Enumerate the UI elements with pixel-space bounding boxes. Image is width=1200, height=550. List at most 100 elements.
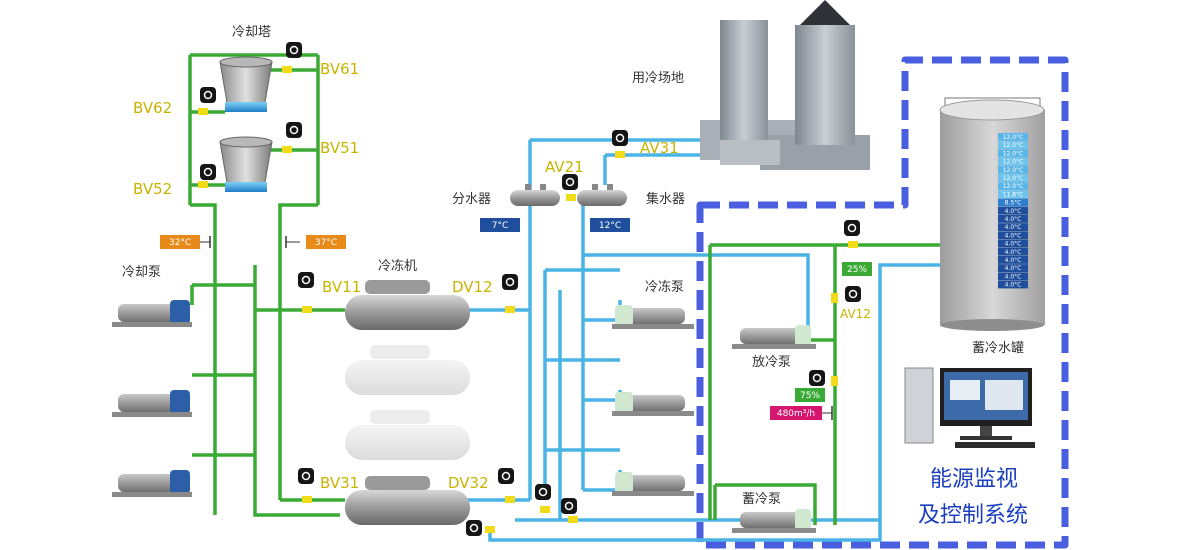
actuator-icon: [809, 370, 825, 386]
valve-av21: AV21: [545, 158, 584, 176]
temp-badge-7: 7°C: [480, 218, 520, 232]
actuator-eye-icon: [847, 223, 857, 233]
label-storage-pump: 蓄冷泵: [742, 492, 781, 507]
tank-temp-cell: [998, 223, 1028, 231]
cooling-pump-1: [112, 300, 192, 327]
label-chilled-pump: 冷冻泵: [645, 279, 684, 295]
actuator-eye-icon: [812, 373, 822, 383]
chiller-4: [345, 476, 470, 525]
actuator-eye-icon: [848, 289, 858, 299]
actuator-icon: [612, 130, 628, 146]
chilled-pump-2: [612, 392, 694, 416]
actuator-icon: [498, 468, 514, 484]
actuator-icon: [286, 122, 302, 138]
temp-badge-32: 32°C: [160, 235, 211, 249]
actuator-icon: [845, 286, 861, 302]
flow-text: 480m³/h: [777, 409, 815, 419]
tank-temp-label: 12.0°C: [1003, 142, 1024, 149]
cooling-tower-2: [219, 136, 273, 192]
pct-25-text: 25%: [847, 265, 867, 275]
distributor: [510, 184, 560, 206]
temp-37-text: 37°C: [315, 238, 337, 248]
valve-dv32: DV32: [448, 474, 489, 492]
tank-temp-cell: [998, 182, 1028, 190]
tank-temp-label: 4.0°C: [1005, 265, 1022, 272]
tank-temp-cell: [998, 280, 1028, 289]
pct-badge-25: 25%: [842, 262, 872, 276]
valve-av31: AV31: [640, 139, 679, 157]
temp-badge-12: 12°C: [590, 218, 630, 232]
computer-icon: [904, 367, 1035, 448]
label-storage-tank: 蓄冷水罐: [972, 341, 1024, 356]
temp-12-text: 12°C: [599, 221, 621, 231]
actuator-icon: [535, 484, 551, 500]
chiller-1: [345, 280, 470, 330]
tank-temp-cell: [998, 264, 1028, 272]
tank-temp-label: 4.0°C: [1005, 216, 1022, 223]
tank-temp-label: 4.0°C: [1005, 273, 1022, 280]
label-cooling-tower: 冷却塔: [232, 25, 271, 40]
actuator-icon: [844, 220, 860, 236]
tank-temp-cell: [998, 272, 1028, 281]
valve-bv52: BV52: [133, 180, 172, 198]
buildings-icon: [700, 0, 870, 170]
actuator-icon: [200, 87, 216, 103]
valve-bv11: BV11: [322, 278, 361, 296]
chiller-2-standby: [345, 345, 470, 395]
actuator-icon: [562, 174, 578, 190]
actuator-icon: [561, 498, 577, 514]
actuator-eye-icon: [301, 275, 311, 285]
tank-temp-cell: [998, 141, 1028, 149]
actuator-icon: [502, 274, 518, 290]
tank-temp-label: 12.0°C: [1003, 167, 1024, 174]
chiller-3-standby: [345, 410, 470, 460]
tank-temp-cell: [998, 165, 1028, 174]
actuator-icon: [298, 272, 314, 288]
valve-bv61: BV61: [320, 60, 359, 78]
tank-temp-label: 4.0°C: [1005, 224, 1022, 231]
actuator-eye-icon: [301, 471, 311, 481]
tank-temp-label: 8.5°C: [1005, 200, 1022, 207]
temp-32-text: 32°C: [169, 238, 191, 248]
pct-75-text: 75%: [800, 391, 820, 401]
actuator-eye-icon: [615, 133, 625, 143]
pct-badge-75: 75%: [795, 388, 825, 402]
tank-temp-cell: [998, 157, 1028, 166]
valve-av12: AV12: [840, 307, 871, 321]
tank-temp-label: 4.0°C: [1005, 241, 1022, 248]
tank-temp-label: 4.0°C: [1005, 249, 1022, 256]
tank-temperature-column: 12.0°C12.0°C12.0°C12.0°C12.0°C12.0°C12.0…: [998, 133, 1028, 289]
tank-temp-label: 4.0°C: [1005, 208, 1022, 215]
actuator-icon: [200, 164, 216, 180]
actuator-eye-icon: [505, 277, 515, 287]
temp-badge-37: 37°C: [285, 235, 346, 249]
tank-temp-cell: [998, 231, 1028, 240]
tank-temp-cell: [998, 149, 1028, 158]
temp-7-text: 7°C: [492, 221, 509, 231]
tank-temp-cell: [998, 133, 1028, 141]
valve-bv62: BV62: [133, 99, 172, 117]
actuator-eye-icon: [203, 90, 213, 100]
actuator-eye-icon: [203, 167, 213, 177]
valve-dv12: DV12: [452, 278, 493, 296]
actuator-eye-icon: [469, 523, 479, 533]
tank-temp-cell: [998, 239, 1028, 248]
actuator-icon: [286, 42, 302, 58]
label-cooling-pump: 冷却泵: [122, 265, 161, 280]
tank-temp-cell: [998, 190, 1028, 199]
tank-temp-cell: [998, 247, 1028, 256]
tank-temp-label: 12.0°C: [1003, 183, 1024, 190]
actuator-eye-icon: [564, 501, 574, 511]
collector: [577, 184, 627, 206]
cooling-pump-2: [112, 390, 192, 417]
storage-pump: [732, 509, 816, 533]
label-discharge-pump: 放冷泵: [752, 355, 791, 370]
tank-temp-label: 12.0°C: [1003, 134, 1024, 141]
actuators: [200, 42, 861, 536]
actuator-eye-icon: [538, 487, 548, 497]
tank-temp-cell: [998, 174, 1028, 182]
label-chiller: 冷冻机: [378, 258, 417, 274]
tank-temp-label: 12.0°C: [1003, 150, 1024, 157]
tank-temp-cell: [998, 215, 1028, 223]
